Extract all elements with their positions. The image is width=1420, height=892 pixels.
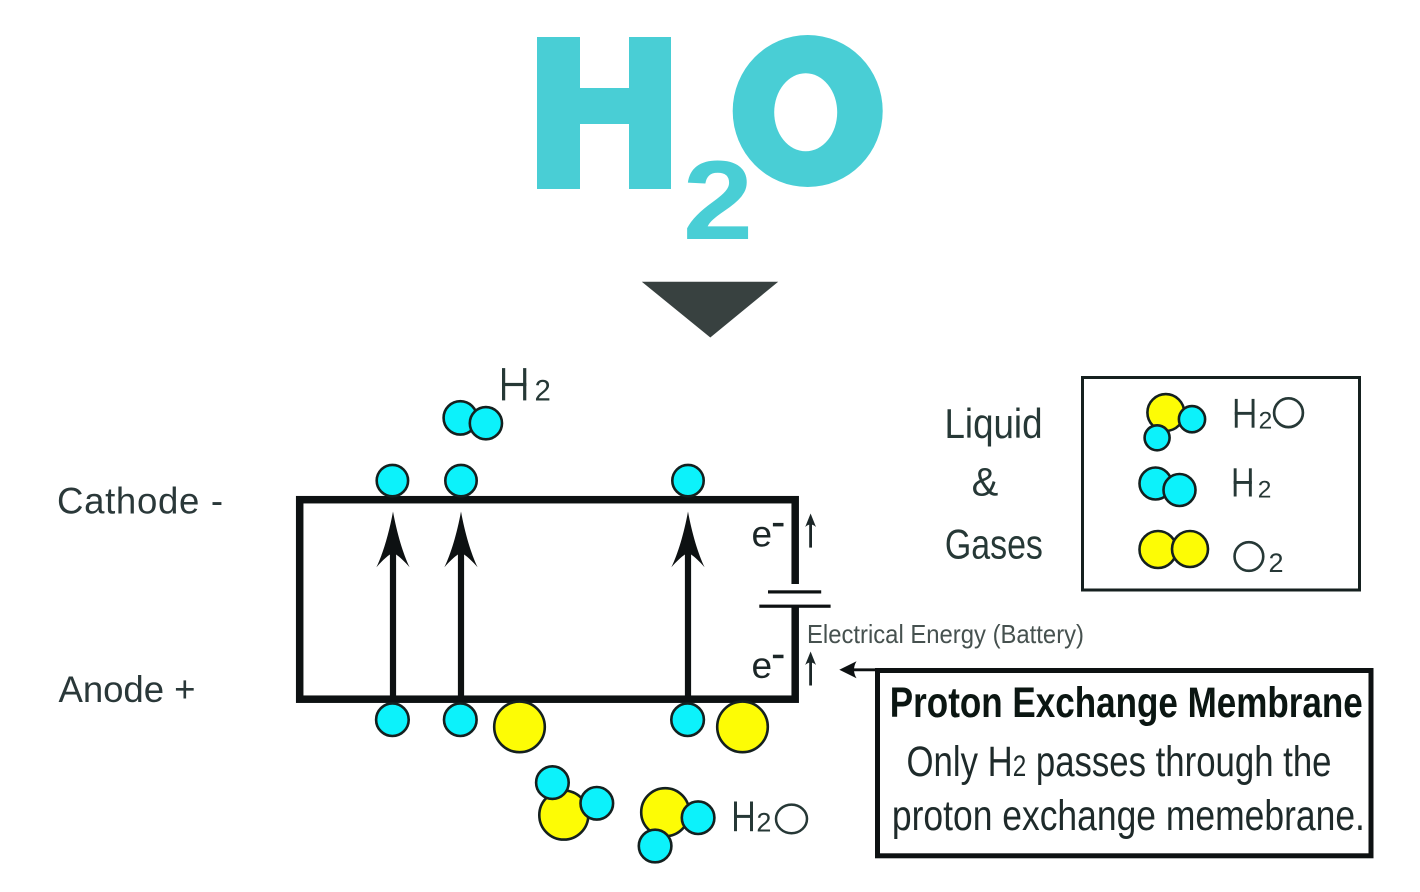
svg-text:proton exchange memebrane.: proton exchange memebrane. [892,792,1365,840]
svg-text:&: & [972,461,999,505]
svg-text:Only H2 passes through the: Only H2 passes through the [907,738,1332,786]
svg-text:2: 2 [756,808,771,838]
svg-text:Proton Exchange Membrane: Proton Exchange Membrane [890,679,1363,727]
svg-text:Electrical Energy (Battery): Electrical Energy (Battery) [807,621,1084,649]
svg-text:2: 2 [535,375,551,408]
svg-text:Gases: Gases [945,520,1043,567]
svg-text:2: 2 [1258,477,1272,504]
svg-text:Liquid: Liquid [945,400,1043,447]
svg-text:Cathode -: Cathode - [57,480,223,521]
svg-text:2: 2 [1259,407,1273,434]
svg-text:e: e [752,514,773,555]
svg-text:Anode +: Anode + [59,669,196,710]
svg-text:2: 2 [683,139,753,264]
svg-text:2: 2 [1269,548,1284,578]
svg-text:e: e [752,645,773,686]
